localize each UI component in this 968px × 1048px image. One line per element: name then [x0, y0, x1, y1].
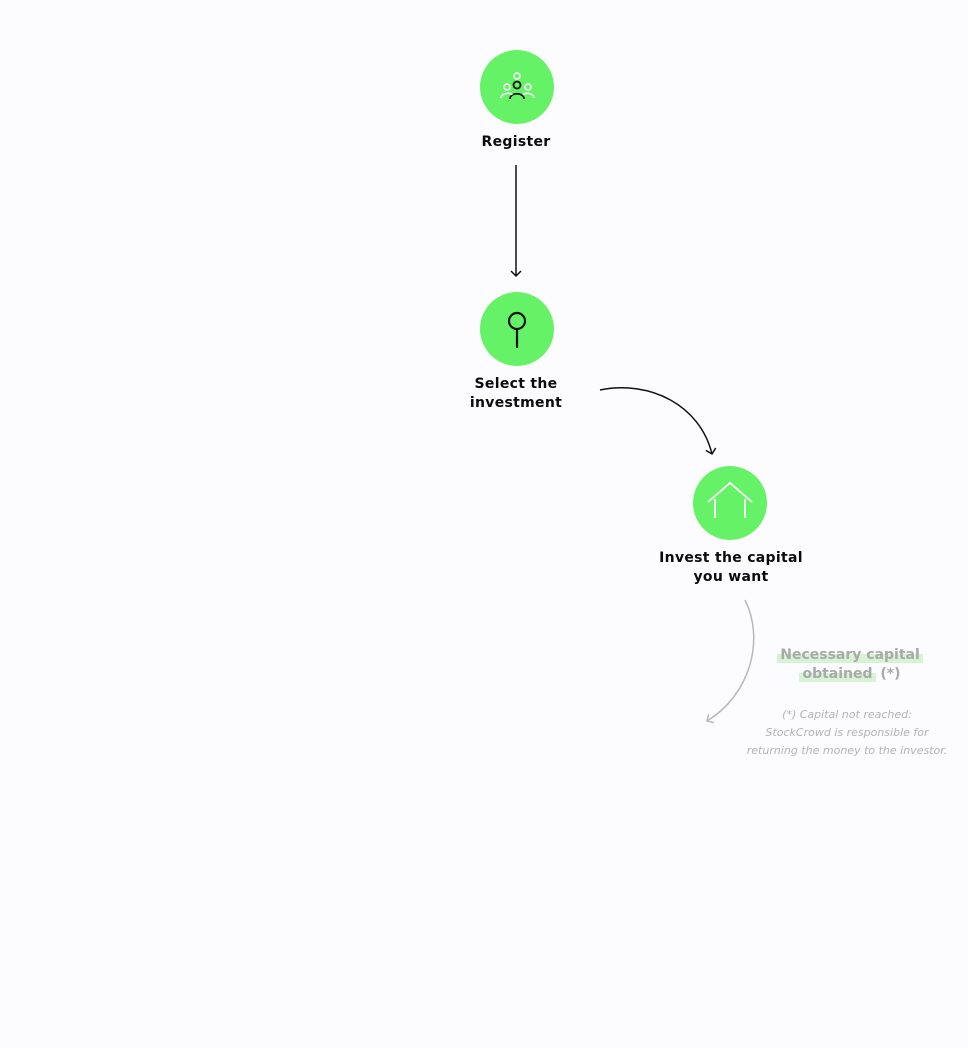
note-line1: (*) Capital not reached:: [782, 708, 912, 721]
select-step-circle: [480, 292, 554, 366]
magnifier-icon: [507, 311, 527, 348]
select-label-line1: Select the: [474, 376, 558, 392]
capital-title-line1: Necessary capital: [777, 647, 923, 663]
select-step-label: Select the investment: [436, 375, 596, 413]
invest-label-line2: you want: [693, 569, 769, 585]
select-label-line2: investment: [469, 395, 563, 411]
arrow-select-to-invest: [599, 387, 717, 456]
invest-step-label: Invest the capital you want: [640, 549, 822, 587]
arrow-invest-to-capital: [706, 599, 755, 724]
capital-title-line2: obtained: [799, 666, 876, 682]
note-line2: StockCrowd is responsible for: [765, 726, 929, 739]
note-line3: returning the money to the investor.: [746, 744, 948, 757]
users-icon: [500, 72, 535, 100]
house-icon: [707, 481, 753, 518]
capital-obtained-title: Necessary capital obtained (*): [760, 646, 940, 684]
invest-step-circle: [693, 466, 767, 540]
invest-label-line1: Invest the capital: [659, 550, 803, 566]
capital-title-suffix: (*): [875, 666, 901, 682]
register-step-label: Register: [436, 133, 596, 152]
capital-not-reached-note: (*) Capital not reached: StockCrowd is r…: [737, 706, 957, 760]
register-label-line: Register: [481, 134, 551, 150]
register-step-circle: [480, 50, 554, 124]
